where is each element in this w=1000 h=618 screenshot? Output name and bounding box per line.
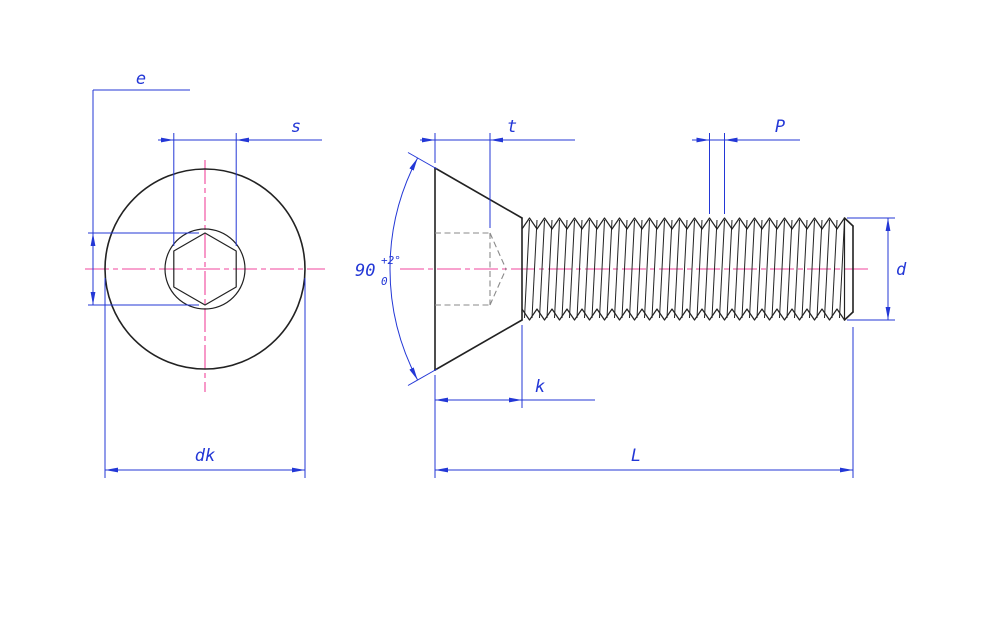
dim-dk: dk	[104, 278, 306, 478]
dim-t: t	[420, 117, 575, 228]
dim-k: k	[435, 325, 595, 408]
dimensions: e s dk t	[88, 69, 907, 478]
thread-flanks	[524, 219, 845, 319]
dim-label-l: L	[631, 446, 641, 466]
dim-label-k: k	[535, 377, 545, 397]
dim-s: s	[158, 117, 322, 246]
head-cone-bottom	[434, 319, 523, 371]
dim-l: L	[434, 327, 854, 478]
dim-angle: 90 +2° 0	[355, 152, 438, 386]
dim-label-p: P	[775, 117, 785, 137]
thread-end-chamfer-bottom	[843, 311, 854, 321]
dim-label-angle-lower-tol: 0	[381, 275, 388, 288]
dim-label-s: s	[291, 117, 301, 137]
thread-top-profile	[521, 217, 845, 230]
hex-socket	[173, 232, 237, 306]
head-outer-circle	[104, 168, 306, 370]
socket-hidden-lines	[435, 232, 507, 306]
thread-end-chamfer-top	[843, 217, 854, 227]
head-cone-top	[434, 167, 523, 219]
dim-e: e	[88, 69, 199, 306]
front-view	[104, 168, 306, 370]
dim-label-t: t	[507, 117, 517, 137]
dim-label-angle-value: 90	[355, 261, 375, 281]
socket-chamfer-circle	[164, 228, 246, 310]
dim-label-dk: dk	[195, 446, 215, 466]
centerlines	[85, 160, 868, 392]
dim-p: P	[692, 117, 800, 214]
dim-d: d	[847, 217, 907, 321]
dim-label-angle-upper-tol: +2°	[381, 254, 401, 267]
side-view	[434, 167, 854, 371]
thread-bottom-profile	[521, 308, 845, 321]
thread-end	[843, 217, 854, 321]
dim-label-e: e	[136, 69, 146, 89]
dim-label-d: d	[896, 260, 907, 280]
